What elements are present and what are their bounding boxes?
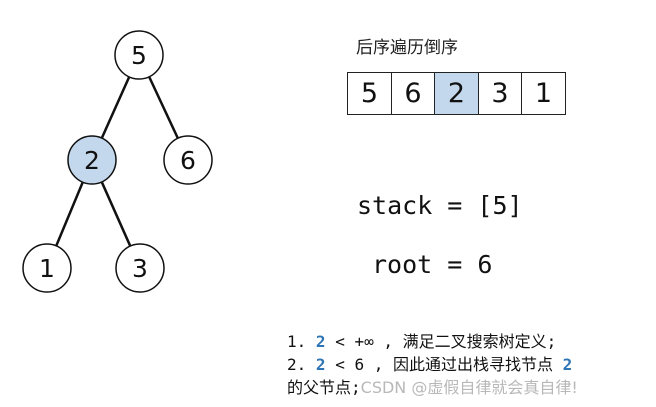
note-2-target-node: 2 [562,355,573,374]
sequence-cell-1: 1 [521,72,566,115]
note-2-index: 2. [287,355,307,374]
note-line-1: 1. 2 < +∞ , 满足二叉搜索树定义; [287,330,578,353]
sequence-cell-6: 6 [390,72,436,115]
tree-node-circle [115,243,165,293]
sequence-title: 后序遍历倒序 [356,38,458,58]
stack-state: stack = [5] [357,191,523,220]
binary-tree-diagram: 5 2 6 1 3 [22,30,213,293]
explanation-notes: 1. 2 < +∞ , 满足二叉搜索树定义; 2. 2 < 6 , 因此通过出栈… [287,330,578,399]
note-line-2: 2. 2 < 6 , 因此通过出栈寻找节点 2 [287,353,578,376]
tree-node-label: 1 [39,254,55,283]
tree-edge-n2-n1 [55,181,84,247]
tree-node-6: 6 [163,135,213,185]
note-2-node-value: 2 [315,355,326,374]
tree-node-label: 6 [180,146,196,175]
note-2-text: < 6 , 因此通过出栈寻找节点 [335,355,553,374]
root-state: root = 6 [372,250,493,279]
tree-node-circle [22,243,72,293]
tree-edge-n5-n6 [148,76,179,139]
tree-node-circle [67,135,117,185]
tree-edges [55,76,179,247]
note-1-index: 1. [287,332,307,351]
tree-node-label: 2 [84,146,100,175]
sequence-cell-5: 5 [347,72,392,115]
tree-node-label: 5 [131,41,147,70]
csdn-watermark: CSDN @虚假自律就会真自律! [360,378,578,397]
tree-node-circle [163,135,213,185]
tree-nodes: 5 2 6 1 3 [22,30,213,293]
sequence-cell-2: 2 [434,72,479,115]
tree-node-label: 3 [132,254,148,283]
sequence-cell-3: 3 [477,72,523,115]
note-1-text: < +∞ , 满足二叉搜索树定义; [335,332,557,351]
tree-node-circle [114,30,164,80]
tree-node-5: 5 [114,30,164,80]
note-3-text: 的父节点; [287,378,361,397]
tree-node-2: 2 [67,135,117,185]
note-1-node-value: 2 [315,332,326,351]
tree-edge-n2-n3 [100,181,132,247]
note-line-3: 的父节点;CSDN @虚假自律就会真自律! [287,376,578,399]
tree-node-3: 3 [115,243,165,293]
tree-node-1: 1 [22,243,72,293]
tree-edge-n5-n2 [100,76,131,139]
